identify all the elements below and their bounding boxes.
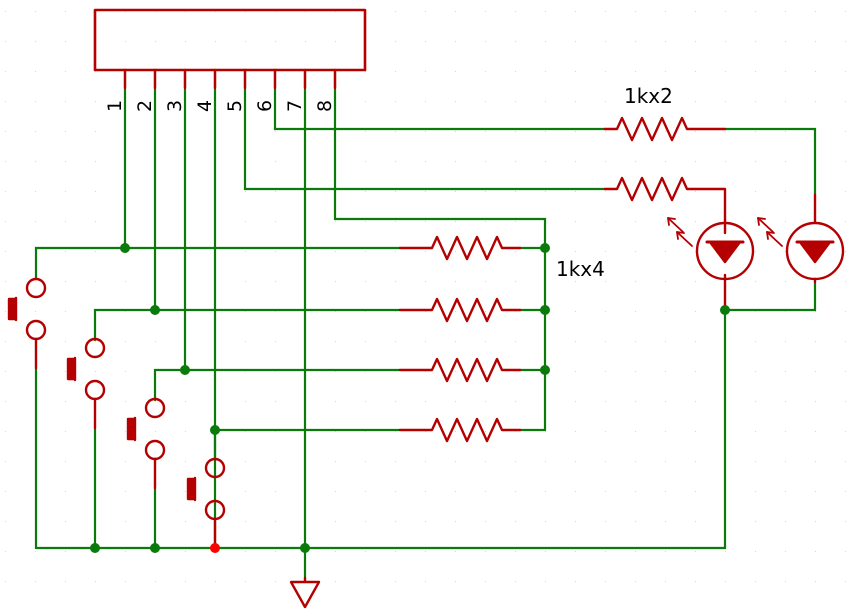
led-icon (757, 193, 845, 284)
pin-label-1: 1 (104, 100, 126, 112)
wire-row3 (153, 368, 402, 402)
pin-label-6: 6 (254, 100, 276, 112)
junction-dot (120, 243, 130, 253)
ground-icon (289, 576, 321, 609)
wires (34, 70, 817, 580)
junction-dot (150, 305, 160, 315)
wire-row1 (34, 246, 402, 280)
resistor-quad-label: 1kx4 (556, 257, 605, 281)
pin-label-7: 7 (284, 100, 306, 112)
junction-dot (210, 425, 220, 435)
junction-dot (720, 305, 730, 315)
wire-led2-feed (723, 127, 817, 197)
resistor-icon (603, 176, 727, 222)
wire-pin8 (333, 70, 547, 432)
pin-label-3: 3 (164, 100, 186, 112)
pushbutton-icon (66, 337, 106, 430)
led-icon (667, 217, 755, 312)
junction-dot (540, 365, 550, 375)
components (7, 8, 845, 609)
pin-label-2: 2 (134, 100, 156, 112)
junctions (90, 243, 730, 553)
pin-labels: 1 2 3 4 5 6 7 8 (104, 100, 336, 112)
header-pin-stubs (123, 68, 337, 90)
resistor-icon (398, 235, 522, 261)
resistor-icon (398, 357, 522, 383)
resistor-pair-label: 1kx2 (624, 84, 673, 108)
pushbutton-icon (126, 397, 166, 490)
junction-dot (540, 243, 550, 253)
resistor-icon (398, 417, 522, 443)
junction-dot (300, 543, 310, 553)
wire-row2 (93, 308, 402, 342)
wire-pin6 (273, 70, 607, 131)
pushbutton-icon (7, 277, 47, 370)
junction-dot (90, 543, 100, 553)
wire-pin5 (243, 70, 607, 191)
junction-dot-alert (210, 543, 220, 553)
wire-led-return (723, 280, 817, 312)
wire-ground-bus (34, 308, 727, 550)
pin-label-4: 4 (194, 100, 216, 112)
junction-dot (180, 365, 190, 375)
resistor-icon (398, 297, 522, 323)
junction-dot (540, 305, 550, 315)
header-connector-icon (93, 8, 367, 72)
resistor-icon (603, 116, 727, 142)
pin-label-8: 8 (314, 100, 336, 112)
junction-dot (150, 543, 160, 553)
pin-label-5: 5 (224, 100, 246, 112)
